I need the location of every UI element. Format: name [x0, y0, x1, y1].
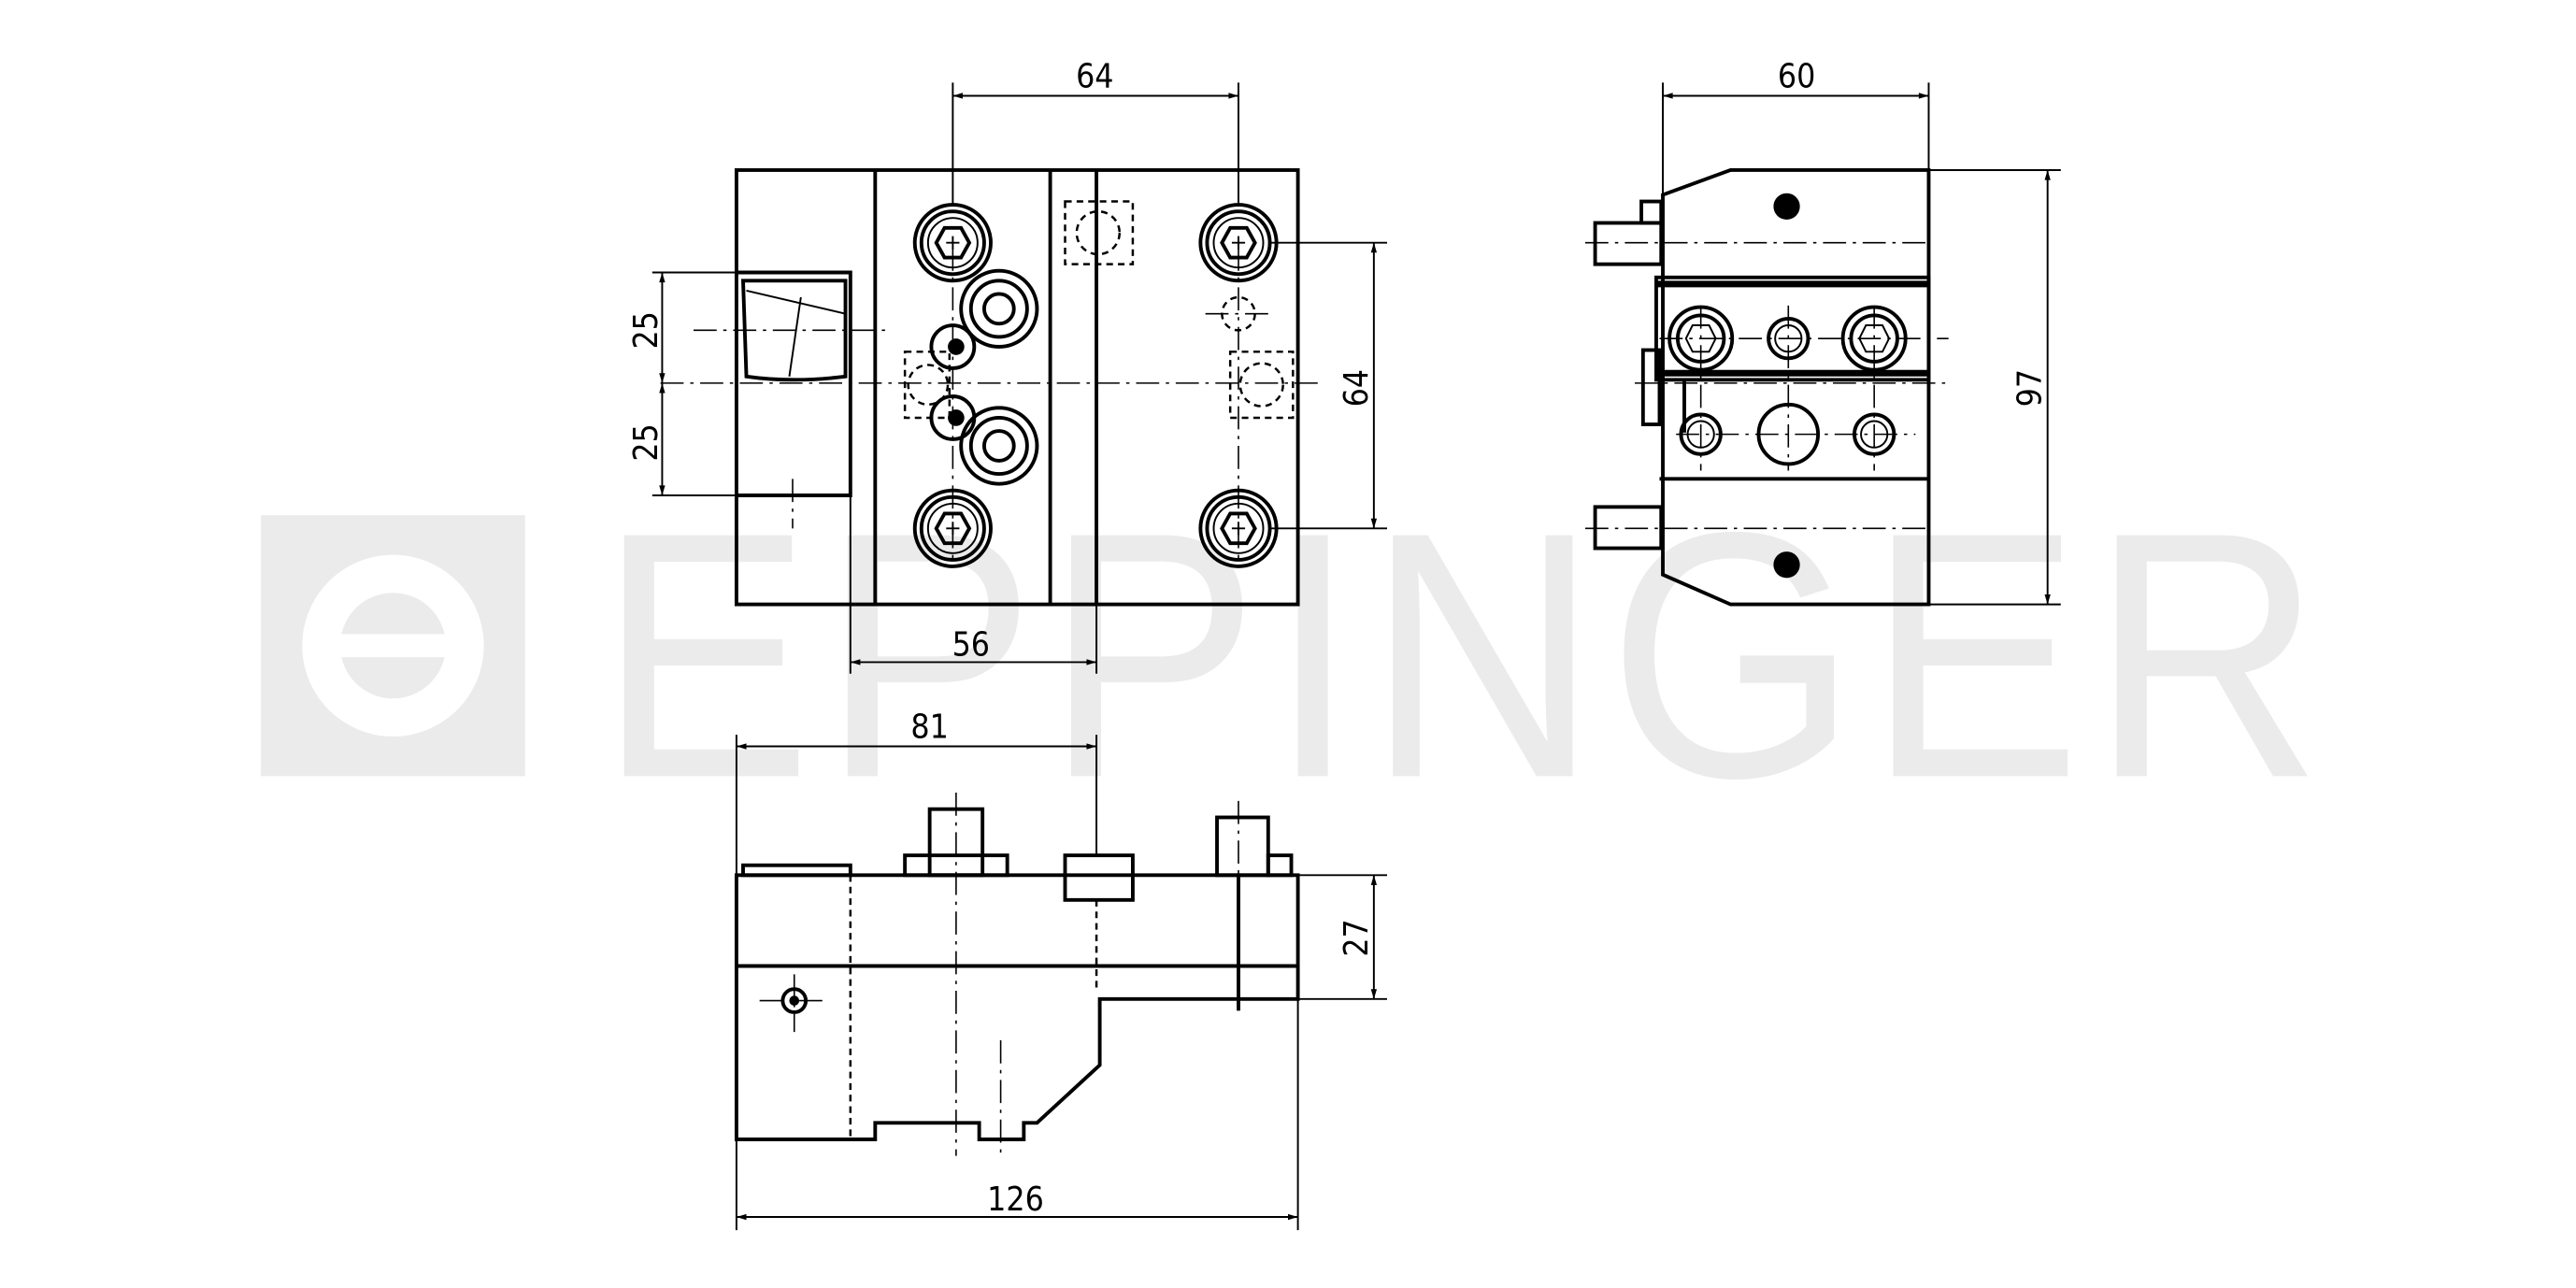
dim-27: 27: [1338, 919, 1376, 956]
dim-64-horizontal: 64: [1076, 58, 1113, 96]
dim-81: 81: [910, 708, 948, 747]
dim-64-vertical: 64: [1338, 369, 1376, 407]
bottom-view: 81 27 126: [734, 708, 1387, 1231]
dim-60: 60: [1778, 58, 1815, 96]
front-view: 64 64 25 25 56: [627, 58, 1387, 674]
side-view: 60 97: [1585, 58, 2061, 607]
dim-25-lower: 25: [627, 423, 665, 461]
svg-text:EPPINGER: EPPINGER: [598, 460, 2332, 851]
dim-25-upper: 25: [627, 311, 665, 349]
dim-56: 56: [952, 625, 990, 664]
dim-97: 97: [2011, 369, 2050, 407]
dim-126: 126: [987, 1181, 1044, 1219]
eppinger-watermark: EPPINGER: [261, 460, 2332, 851]
